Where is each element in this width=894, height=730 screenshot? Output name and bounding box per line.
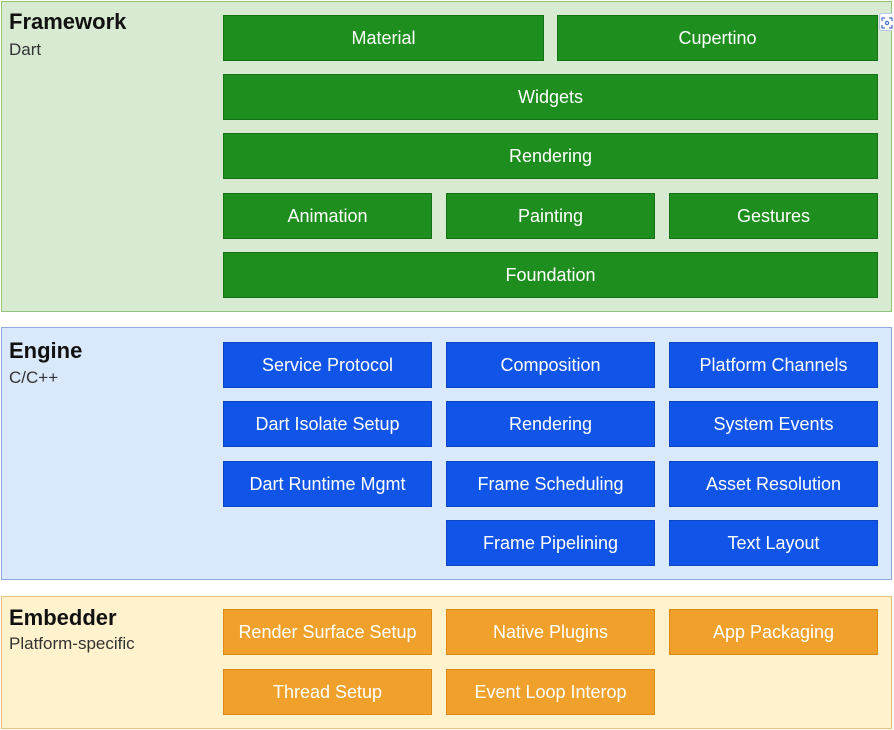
framework-title: Framework	[9, 9, 127, 34]
framework-box-gestures: Gestures	[669, 193, 878, 239]
screenshot-capture-icon[interactable]	[879, 13, 893, 31]
framework-box-material: Material	[223, 15, 544, 61]
capture-glyph-icon	[881, 17, 893, 29]
embedder-box-thread-setup: Thread Setup	[223, 669, 432, 715]
engine-box-frame-pipelining: Frame Pipelining	[446, 520, 655, 566]
framework-box-animation: Animation	[223, 193, 432, 239]
engine-subtitle: C/C++	[9, 368, 59, 387]
engine-title: Engine	[9, 338, 83, 363]
framework-box-rendering: Rendering	[223, 133, 878, 179]
embedder-box-app-packaging: App Packaging	[669, 609, 878, 655]
engine-box-service-protocol: Service Protocol	[223, 342, 432, 388]
engine-box-asset-resolution: Asset Resolution	[669, 461, 878, 507]
framework-box-foundation: Foundation	[223, 252, 878, 298]
embedder-title: Embedder	[9, 605, 117, 630]
engine-box-dart-runtime-mgmt: Dart Runtime Mgmt	[223, 461, 432, 507]
embedder-box-native-plugins: Native Plugins	[446, 609, 655, 655]
engine-box-text-layout: Text Layout	[669, 520, 878, 566]
embedder-subtitle: Platform-specific	[9, 634, 135, 653]
framework-box-painting: Painting	[446, 193, 655, 239]
framework-box-cupertino: Cupertino	[557, 15, 878, 61]
engine-box-rendering: Rendering	[446, 401, 655, 447]
engine-box-composition: Composition	[446, 342, 655, 388]
engine-box-dart-isolate-setup: Dart Isolate Setup	[223, 401, 432, 447]
embedder-box-render-surface-setup: Render Surface Setup	[223, 609, 432, 655]
framework-subtitle: Dart	[9, 40, 42, 59]
engine-box-frame-scheduling: Frame Scheduling	[446, 461, 655, 507]
engine-box-system-events: System Events	[669, 401, 878, 447]
engine-box-platform-channels: Platform Channels	[669, 342, 878, 388]
embedder-box-event-loop-interop: Event Loop Interop	[446, 669, 655, 715]
framework-box-widgets: Widgets	[223, 74, 878, 120]
